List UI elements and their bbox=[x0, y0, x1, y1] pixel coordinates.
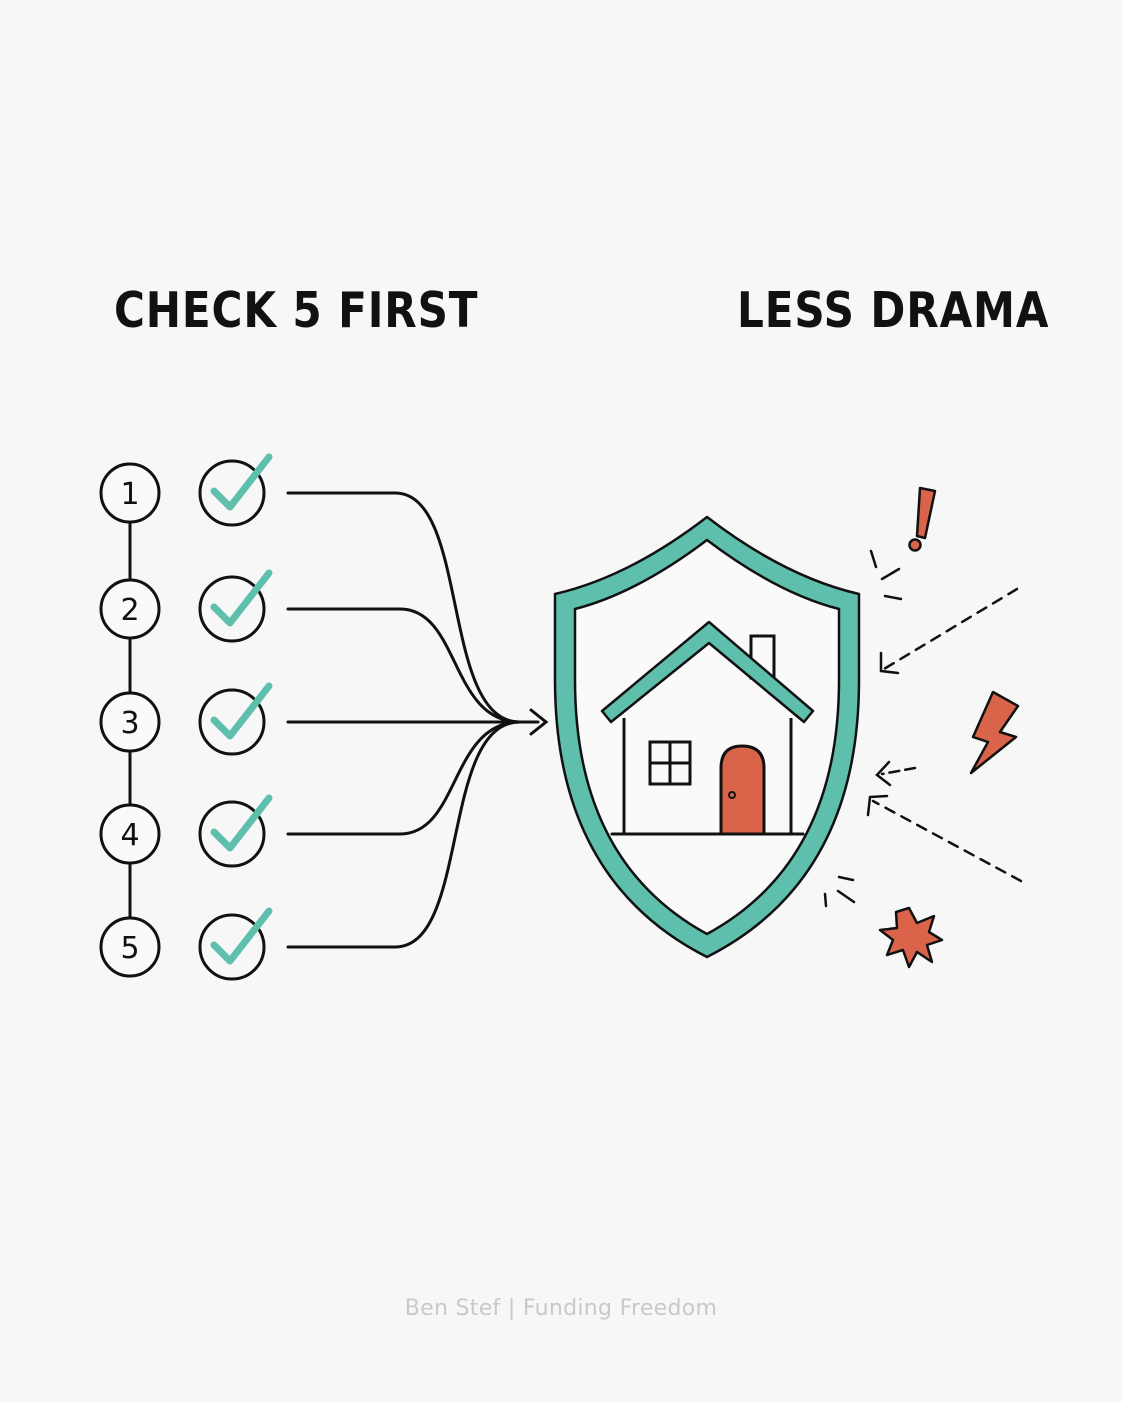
flow-line-4 bbox=[286, 720, 522, 836]
dashed-arrow-icon bbox=[879, 587, 1019, 675]
flow-line-1 bbox=[286, 491, 522, 724]
door-knob bbox=[728, 791, 736, 799]
window-icon bbox=[648, 740, 692, 786]
flow-line-2 bbox=[286, 607, 522, 724]
roof bbox=[600, 620, 815, 724]
checkmark-icon bbox=[210, 794, 273, 852]
shield-icon bbox=[553, 515, 861, 959]
step-number-label: 5 bbox=[120, 931, 139, 966]
impact-marks-bottom bbox=[823, 875, 856, 908]
step-number-5: 5 bbox=[99, 916, 161, 978]
check-circle-icon bbox=[198, 682, 273, 756]
step-number-label: 3 bbox=[120, 706, 139, 741]
checkmark-icon bbox=[210, 682, 273, 740]
short-arrow-icon bbox=[875, 760, 917, 787]
checkmark-icon bbox=[210, 569, 273, 627]
checkmark-icon bbox=[210, 453, 273, 511]
flow-line-5 bbox=[286, 720, 522, 949]
step-number-label: 4 bbox=[120, 818, 139, 853]
left-heading: CHECK 5 FIRST bbox=[114, 282, 479, 339]
step-number-1: 1 bbox=[99, 462, 161, 524]
lightning-icon bbox=[969, 690, 1020, 775]
checkmark-icon bbox=[210, 907, 273, 965]
step-number-label: 1 bbox=[120, 477, 139, 512]
door-icon bbox=[719, 744, 766, 836]
step-number-3: 3 bbox=[99, 691, 161, 753]
check-circle-icon bbox=[198, 907, 273, 981]
footer-credit: Ben Stef | Funding Freedom bbox=[404, 1296, 718, 1321]
flow-lines bbox=[286, 491, 549, 949]
step-number-4: 4 bbox=[99, 803, 161, 865]
house-icon bbox=[600, 620, 815, 836]
step-number-2: 2 bbox=[99, 578, 161, 640]
house-walls bbox=[622, 718, 793, 834]
flow-arrowhead bbox=[529, 708, 549, 736]
impact-marks-top bbox=[869, 549, 903, 601]
step-number-label: 2 bbox=[120, 593, 139, 628]
check-circle-icon bbox=[198, 569, 273, 643]
check-circle-icon bbox=[198, 453, 273, 527]
exclamation-icon bbox=[908, 486, 937, 552]
steps-list: 1 2 3 4 5 bbox=[99, 453, 273, 981]
dashed-arrow-lower-icon bbox=[866, 794, 1023, 883]
right-heading: LESS DRAMA bbox=[737, 282, 1050, 339]
burst-icon bbox=[878, 906, 944, 969]
check-circle-icon bbox=[198, 794, 273, 868]
